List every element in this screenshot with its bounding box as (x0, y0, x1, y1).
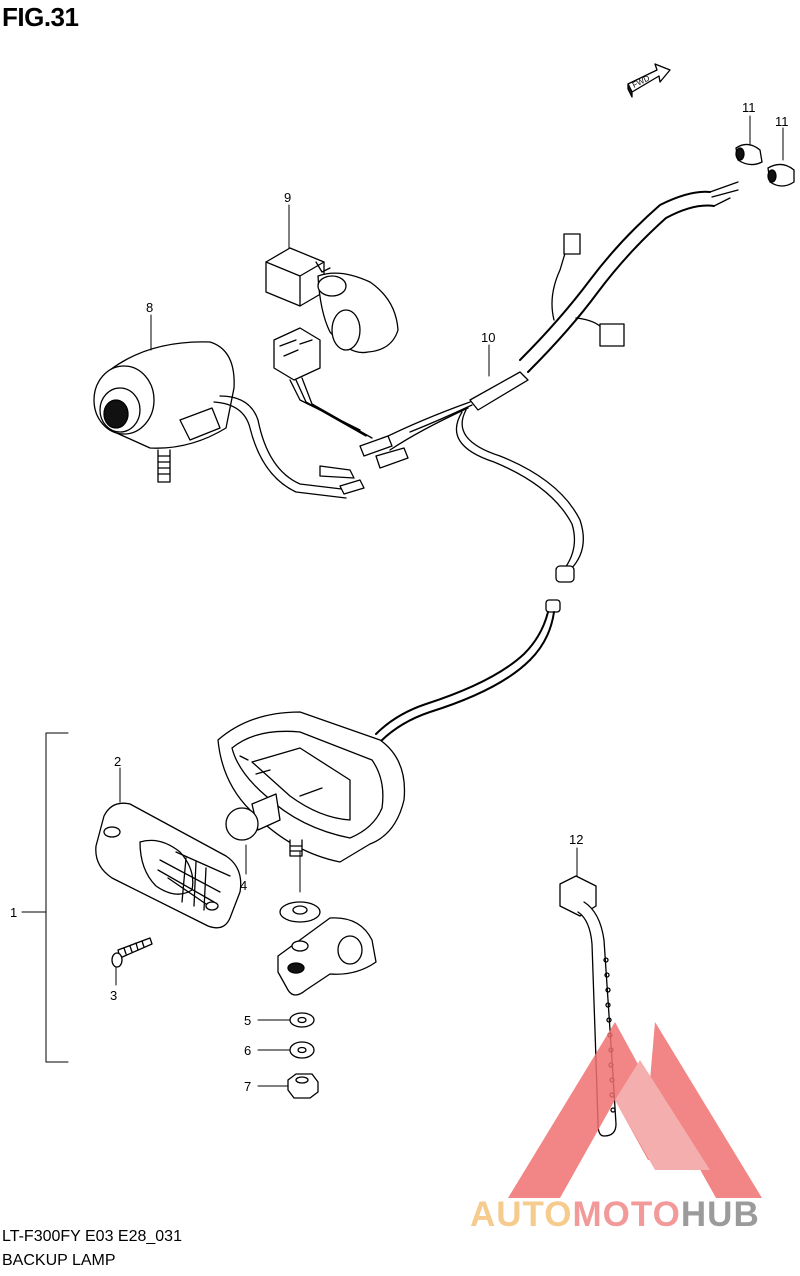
callout-4: 4 (240, 878, 247, 893)
callout-11b: 11 (775, 114, 789, 129)
wiring-harness-part (375, 181, 739, 743)
lens-part (95, 802, 242, 929)
nut-part (287, 1073, 319, 1099)
fwd-arrow-icon: FWD (627, 63, 671, 98)
lamp-housing-part (217, 711, 406, 863)
callout-12: 12 (569, 832, 583, 847)
washer-part (289, 1012, 315, 1028)
callout-7: 7 (244, 1079, 251, 1094)
callout-3: 3 (110, 988, 117, 1003)
watermark-logo (508, 1022, 762, 1198)
coupler-part (273, 327, 373, 439)
figure-title: FIG.31 (2, 2, 79, 32)
reflector-lamp-part (93, 341, 409, 499)
watermark-moto: MOTO (572, 1195, 681, 1234)
callout-2: 2 (114, 754, 121, 769)
callout-1: 1 (10, 905, 17, 920)
wire-end-cap-part (767, 163, 795, 187)
leader-lines (21, 115, 784, 1087)
model-code: LT-F300FY E03 E28_031 (2, 1228, 182, 1245)
watermark-hub: HUB (680, 1195, 760, 1234)
wire-end-cap-part (735, 143, 763, 166)
relay-part (265, 247, 399, 354)
watermark-auto: AUTO (470, 1195, 573, 1234)
bracket-part (277, 917, 377, 996)
figure-name: BACKUP LAMP (2, 1252, 116, 1269)
callout-8: 8 (146, 300, 153, 315)
screw-part (111, 937, 153, 968)
callout-9: 9 (284, 190, 291, 205)
callout-6: 6 (244, 1043, 251, 1058)
bulb-part (225, 793, 281, 841)
spring-washer-part (289, 1041, 315, 1059)
callout-labels: 1 2 3 4 5 6 7 8 9 10 11 11 12 (10, 100, 789, 1094)
callout-10: 10 (481, 330, 495, 345)
washer-part (279, 901, 321, 923)
callout-5: 5 (244, 1013, 251, 1028)
watermark-text: AUTOMOTOHUB (470, 1195, 760, 1235)
callout-11a: 11 (742, 100, 756, 115)
